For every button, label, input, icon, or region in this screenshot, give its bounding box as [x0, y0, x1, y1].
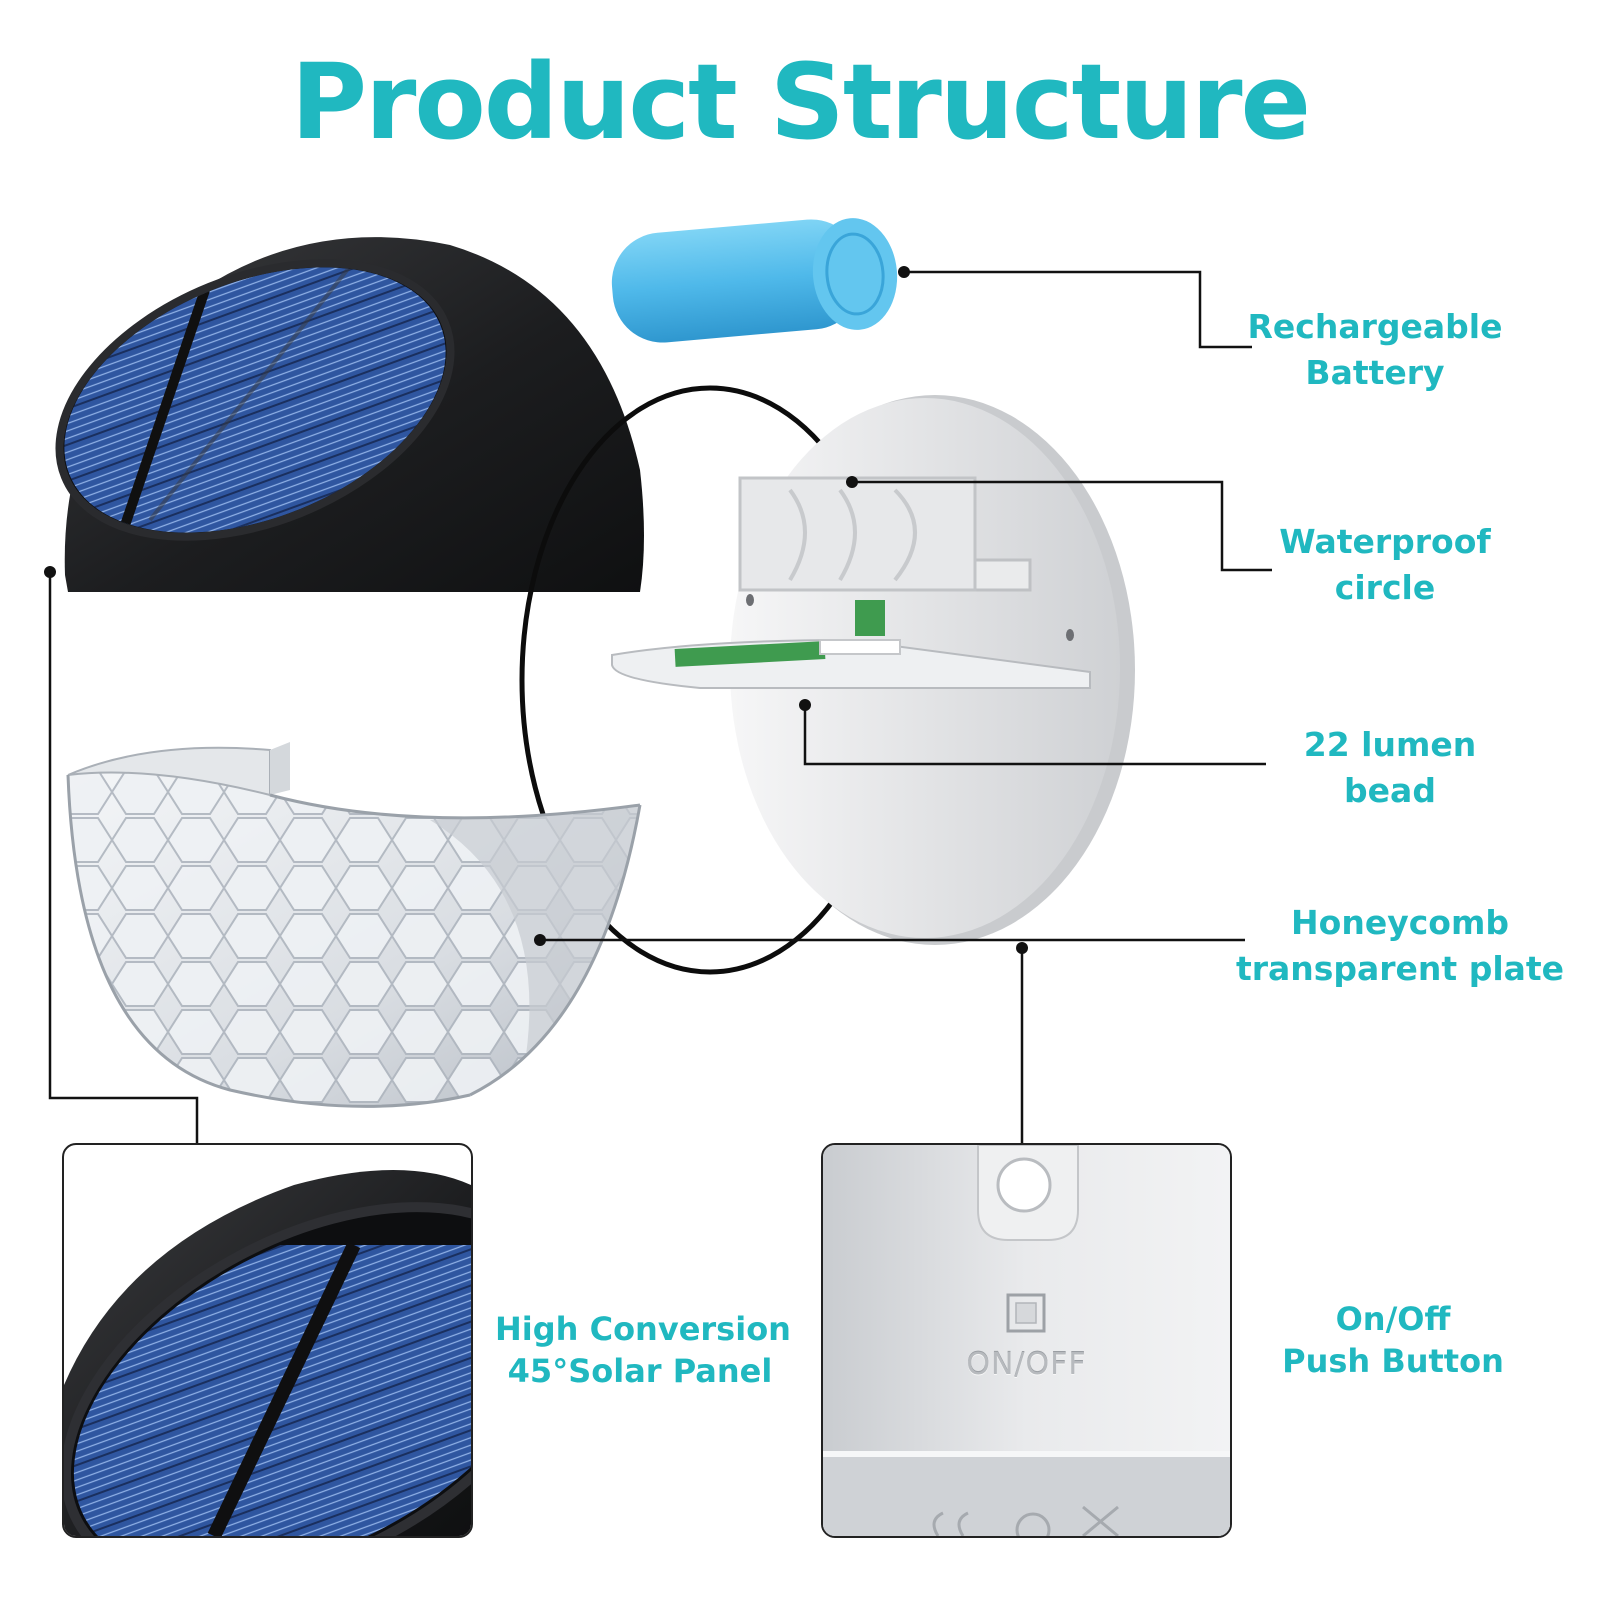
label-push-button: On/Off Push Button — [1282, 1300, 1504, 1380]
solar-panel-closeup — [62, 1143, 473, 1538]
on-off-print: ON/OFF — [966, 1347, 1087, 1382]
honeycomb-lens-part — [66, 742, 642, 1108]
switch-closeup-illustration — [823, 1145, 1230, 1536]
leader-lines — [48, 270, 1272, 1143]
solar-cover-part — [40, 237, 645, 592]
leader-dots — [44, 266, 1028, 954]
label-rechargeable-battery: Rechargeable Battery — [1247, 307, 1503, 392]
switch-closeup: ON/OFF — [821, 1143, 1232, 1538]
label-honeycomb-plate: Honeycomb transparent plate — [1235, 903, 1565, 988]
label-solar-panel: High Conversion 45°Solar Panel — [495, 1310, 791, 1390]
page-title: Product Structure — [290, 41, 1311, 163]
base-plate-part — [611, 395, 1135, 945]
battery-part — [611, 218, 898, 343]
solar-panel-closeup-illustration — [64, 1170, 471, 1536]
label-waterproof-circle: Waterproof circle — [1279, 522, 1491, 607]
power-button-icon — [1006, 1293, 1046, 1333]
label-lumen-bead: 22 lumen bead — [1303, 725, 1477, 810]
